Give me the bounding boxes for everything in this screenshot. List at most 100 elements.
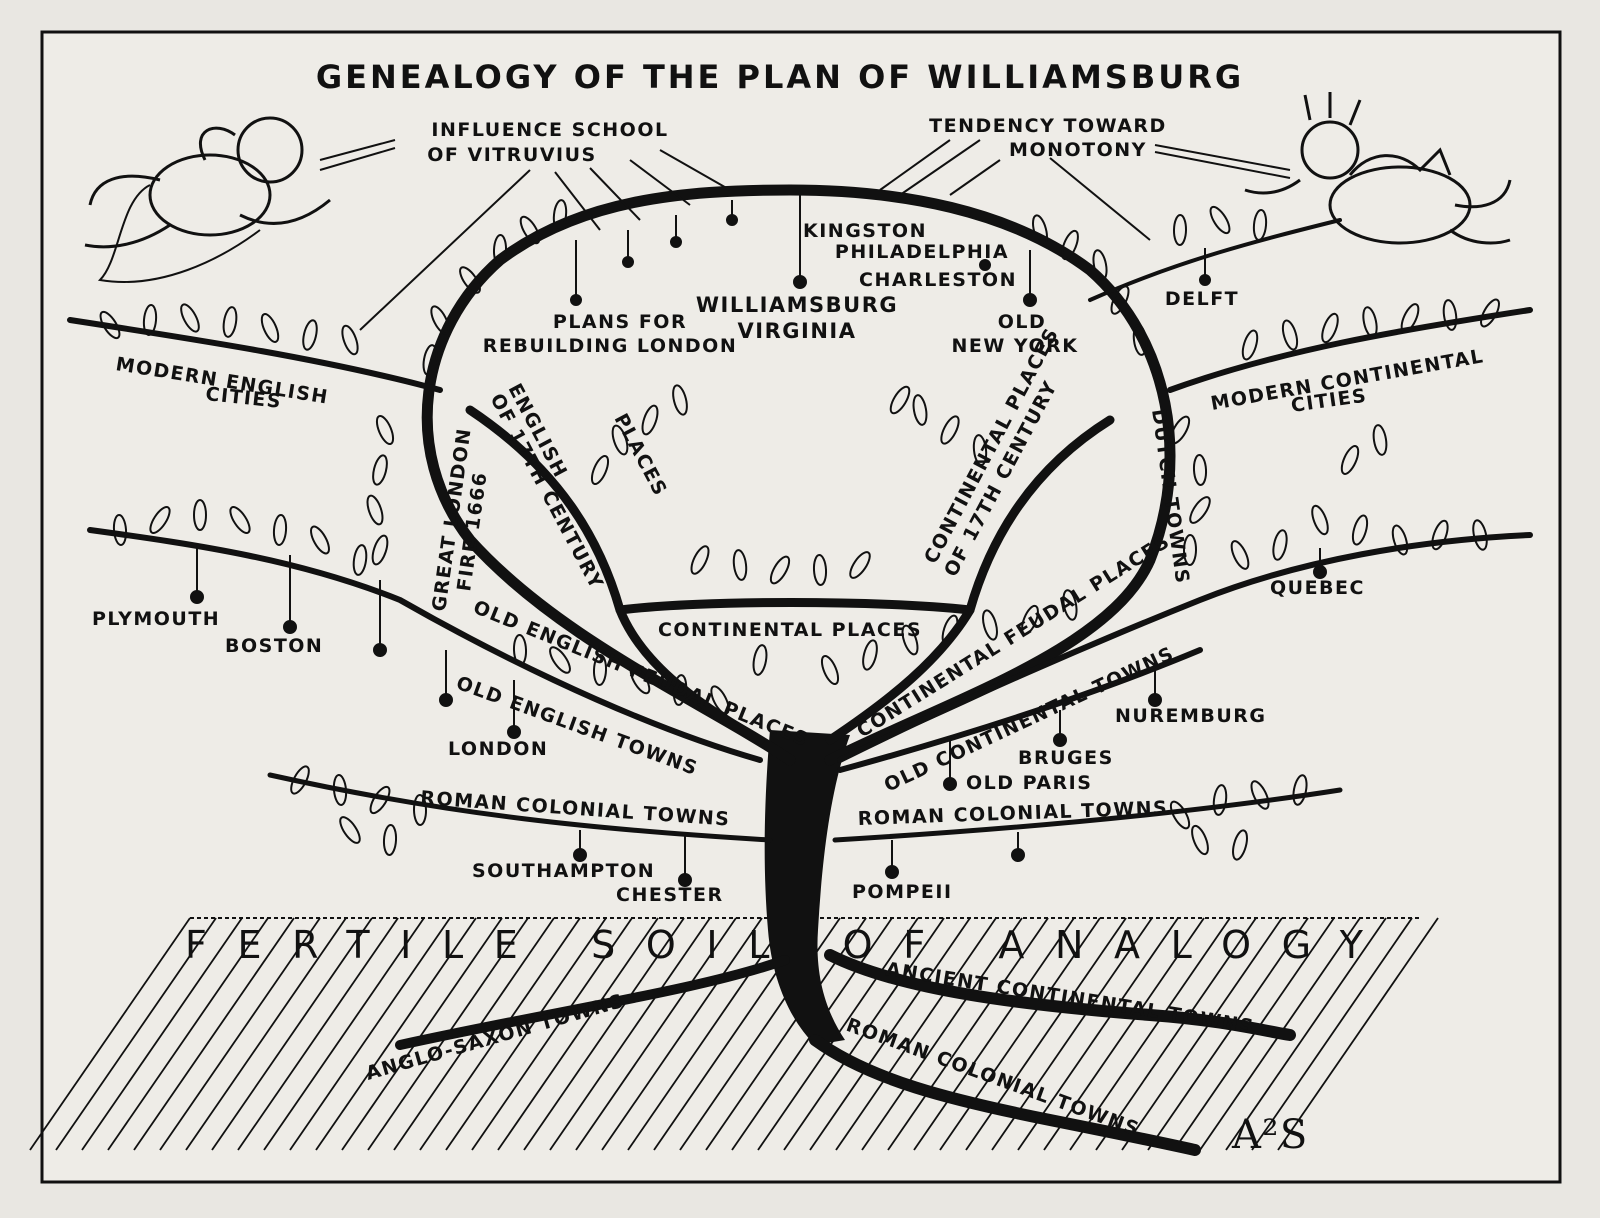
leaf (1230, 540, 1250, 570)
leaf (1250, 780, 1270, 810)
leaf (1212, 784, 1228, 816)
leaf (1032, 214, 1048, 246)
leaf (549, 646, 571, 674)
leaf (672, 384, 688, 416)
soil-hatching (29, 917, 1439, 1151)
cherub-figure (84, 116, 331, 283)
city-markers (190, 195, 1327, 887)
leaf (629, 665, 651, 695)
leaf (732, 549, 748, 581)
leaf (99, 310, 121, 340)
label-old: OLD (998, 311, 1047, 333)
leaf (862, 639, 878, 671)
label-philadelphia: PHILADELPHIA (835, 241, 1009, 263)
hatch-line (1043, 917, 1205, 1151)
hatch-line (263, 917, 425, 1151)
hatch-line (835, 917, 997, 1151)
leaves (99, 199, 1500, 861)
leaf (1480, 298, 1500, 328)
label-boston: BOSTON (225, 635, 323, 657)
caption-monotony-line2: MONOTONY (1009, 139, 1147, 161)
hatch-line (185, 917, 347, 1151)
label-plans-for: PLANS FOR (553, 311, 687, 333)
leaf (1092, 249, 1108, 281)
label-pompeii: POMPEII (852, 881, 953, 903)
leaf (1182, 534, 1198, 566)
label-london: LONDON (448, 738, 548, 760)
leaf (592, 654, 608, 686)
hatch-line (471, 917, 633, 1151)
leaf (1340, 445, 1360, 475)
leaf (1169, 800, 1191, 830)
leaf (812, 554, 828, 586)
leaf (672, 674, 688, 706)
leaf (1021, 604, 1039, 636)
leaf (1252, 209, 1268, 241)
caption-monotony-line1: TENDENCY TOWARD (929, 115, 1167, 137)
leaf (222, 306, 238, 338)
leaf (1472, 519, 1488, 551)
leaf (459, 266, 481, 294)
caption-influence-line2: OF VITRUVIUS (427, 144, 596, 166)
devil-figure (1244, 92, 1512, 245)
hatch-line (341, 917, 503, 1151)
hatch-line (29, 917, 191, 1151)
label-old-paris: OLD PARIS (966, 772, 1092, 794)
leaf (112, 514, 128, 546)
leaf (820, 654, 840, 686)
label-continental-places: CONTINENTAL PLACES (658, 619, 922, 641)
artist-signature: A²S (1231, 1112, 1309, 1158)
leaf (901, 624, 919, 656)
hatch-line (861, 917, 1023, 1151)
leaf (339, 816, 361, 844)
leaf (752, 644, 768, 676)
leaf (366, 494, 384, 526)
leaf (332, 774, 348, 806)
leaf (302, 319, 318, 351)
leaf (982, 609, 998, 641)
leaf (290, 765, 310, 795)
hatch-line (1147, 917, 1309, 1151)
hatch-line (913, 917, 1075, 1151)
leaf (1241, 329, 1259, 361)
label-charleston: CHARLESTON (859, 269, 1017, 291)
leaf (1169, 415, 1191, 445)
label-nuremburg: NUREMBURG (1115, 705, 1266, 727)
leaf (972, 434, 988, 466)
leaf (229, 506, 251, 534)
leaf (372, 454, 388, 486)
leaf (1272, 529, 1288, 561)
leaf (710, 685, 730, 715)
influence-rays (319, 139, 1291, 331)
hatch-line (1069, 917, 1231, 1151)
hatch-line (1225, 917, 1387, 1151)
hatch-line (575, 917, 737, 1151)
label-new-york: NEW YORK (951, 335, 1078, 357)
leaf (1232, 829, 1248, 861)
leaf (1281, 319, 1299, 351)
hatch-line (1277, 917, 1439, 1151)
leaf (142, 304, 158, 336)
leaf (1191, 824, 1209, 856)
leaf (371, 534, 389, 566)
label-kingston: KINGSTON (803, 220, 927, 242)
leaf (519, 215, 541, 245)
hatch-line (445, 917, 607, 1151)
leaf (1442, 299, 1458, 331)
label-fertile-soil-of-analogy: FERTILE SOIL OF ANALOGY (185, 923, 1375, 967)
hatch-line (289, 917, 451, 1151)
hatch-line (81, 917, 243, 1151)
leaf (492, 234, 508, 266)
caption-influence-line1: INFLUENCE SCHOOL (431, 119, 668, 141)
leaf (422, 344, 438, 376)
leaf (552, 199, 568, 231)
leaf (889, 385, 911, 415)
leaf (940, 415, 960, 445)
hatch-line (55, 917, 217, 1151)
leaf (1209, 205, 1231, 235)
leaf (149, 506, 171, 534)
hatch-line (809, 917, 971, 1151)
leaf (341, 324, 359, 356)
